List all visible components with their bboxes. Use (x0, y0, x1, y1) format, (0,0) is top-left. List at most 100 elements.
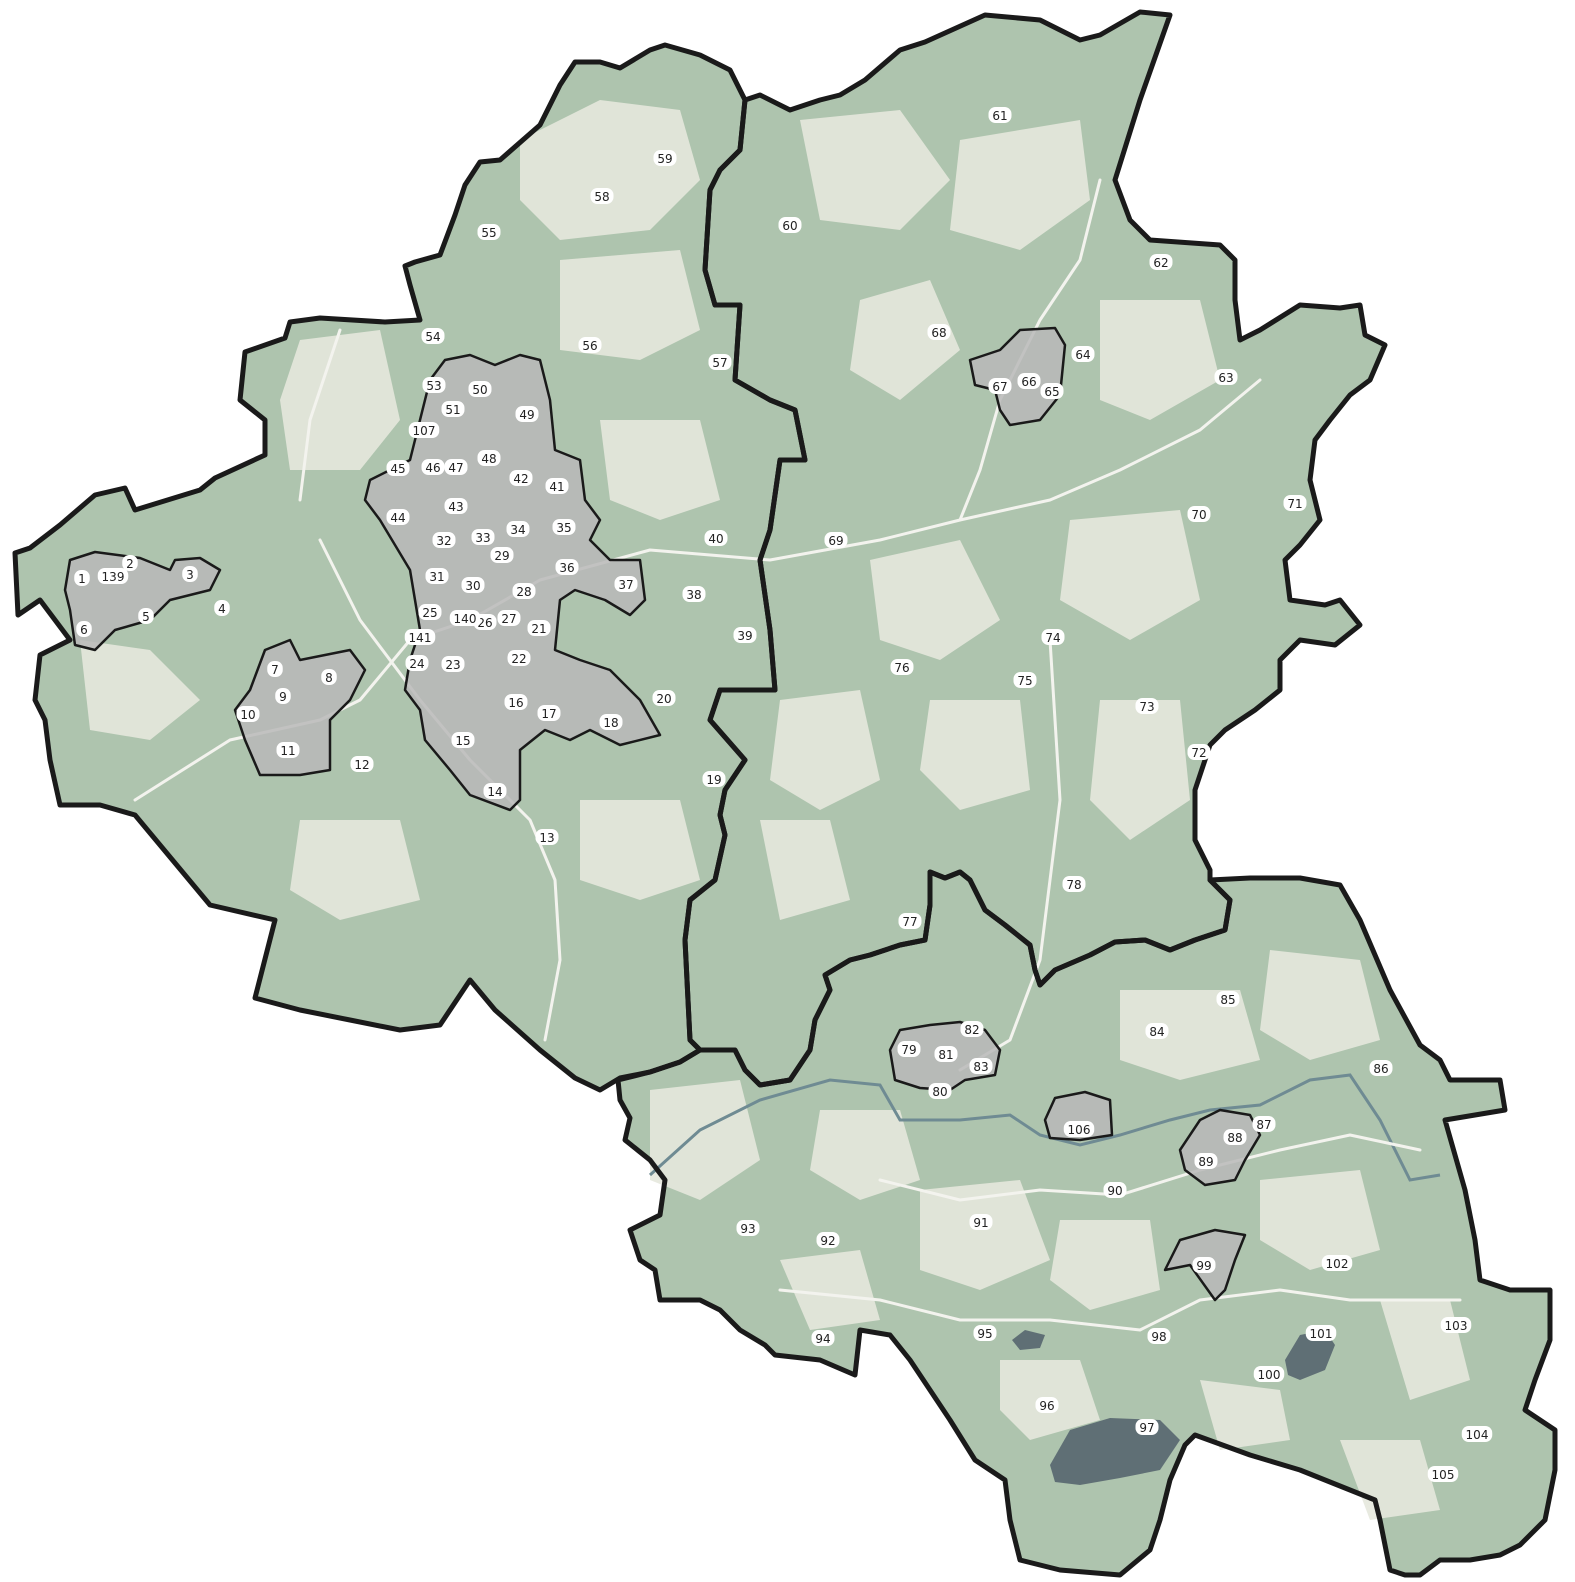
place-label-106[interactable]: 106 (1063, 1121, 1095, 1137)
place-label-37[interactable]: 37 (614, 576, 638, 592)
place-label-76[interactable]: 76 (890, 659, 914, 675)
place-label-51[interactable]: 51 (441, 401, 465, 417)
place-label-21[interactable]: 21 (527, 620, 551, 636)
place-label-67[interactable]: 67 (988, 378, 1012, 394)
place-label-27[interactable]: 27 (497, 610, 521, 626)
place-label-100[interactable]: 100 (1253, 1366, 1285, 1382)
place-label-79[interactable]: 79 (897, 1041, 921, 1057)
place-label-38[interactable]: 38 (682, 586, 706, 602)
place-label-65[interactable]: 65 (1040, 383, 1064, 399)
place-label-34[interactable]: 34 (506, 521, 530, 537)
place-label-90[interactable]: 90 (1103, 1182, 1127, 1198)
place-label-75[interactable]: 75 (1013, 672, 1037, 688)
place-label-44[interactable]: 44 (386, 509, 410, 525)
place-label-96[interactable]: 96 (1035, 1397, 1059, 1413)
place-label-105[interactable]: 105 (1427, 1466, 1459, 1482)
place-label-54[interactable]: 54 (421, 328, 445, 344)
place-label-61[interactable]: 61 (988, 107, 1012, 123)
place-label-69[interactable]: 69 (824, 532, 848, 548)
place-label-35[interactable]: 35 (552, 519, 576, 535)
place-label-74[interactable]: 74 (1041, 629, 1065, 645)
place-label-64[interactable]: 64 (1071, 346, 1095, 362)
place-label-56[interactable]: 56 (578, 337, 602, 353)
place-label-6[interactable]: 6 (76, 621, 92, 637)
place-label-2[interactable]: 2 (122, 555, 138, 571)
place-label-88[interactable]: 88 (1223, 1129, 1247, 1145)
place-label-84[interactable]: 84 (1145, 1023, 1169, 1039)
place-label-48[interactable]: 48 (477, 450, 501, 466)
place-label-5[interactable]: 5 (138, 608, 154, 624)
place-label-16[interactable]: 16 (504, 694, 528, 710)
place-label-13[interactable]: 13 (535, 829, 559, 845)
place-label-139[interactable]: 139 (97, 568, 129, 584)
place-label-19[interactable]: 19 (702, 771, 726, 787)
place-label-70[interactable]: 70 (1187, 506, 1211, 522)
place-label-92[interactable]: 92 (816, 1232, 840, 1248)
place-label-30[interactable]: 30 (461, 577, 485, 593)
place-label-60[interactable]: 60 (778, 217, 802, 233)
place-label-107[interactable]: 107 (408, 422, 440, 438)
place-label-39[interactable]: 39 (733, 627, 757, 643)
place-label-28[interactable]: 28 (512, 583, 536, 599)
place-label-58[interactable]: 58 (590, 188, 614, 204)
place-label-82[interactable]: 82 (960, 1021, 984, 1037)
place-label-23[interactable]: 23 (441, 656, 465, 672)
place-label-33[interactable]: 33 (471, 529, 495, 545)
place-label-77[interactable]: 77 (898, 913, 922, 929)
place-label-72[interactable]: 72 (1187, 744, 1211, 760)
place-label-31[interactable]: 31 (425, 568, 449, 584)
place-label-24[interactable]: 24 (405, 655, 429, 671)
place-label-11[interactable]: 11 (276, 742, 300, 758)
place-label-95[interactable]: 95 (973, 1325, 997, 1341)
place-label-15[interactable]: 15 (451, 732, 475, 748)
place-label-85[interactable]: 85 (1216, 991, 1240, 1007)
place-label-49[interactable]: 49 (515, 406, 539, 422)
place-label-47[interactable]: 47 (444, 459, 468, 475)
place-label-93[interactable]: 93 (736, 1220, 760, 1236)
place-label-83[interactable]: 83 (969, 1058, 993, 1074)
place-label-3[interactable]: 3 (182, 566, 198, 582)
place-label-101[interactable]: 101 (1305, 1325, 1337, 1341)
place-label-102[interactable]: 102 (1321, 1255, 1353, 1271)
place-label-62[interactable]: 62 (1149, 254, 1173, 270)
place-label-91[interactable]: 91 (969, 1214, 993, 1230)
place-label-41[interactable]: 41 (545, 478, 569, 494)
place-label-80[interactable]: 80 (928, 1083, 952, 1099)
place-label-87[interactable]: 87 (1252, 1116, 1276, 1132)
place-label-1[interactable]: 1 (74, 570, 90, 586)
place-label-55[interactable]: 55 (477, 224, 501, 240)
place-label-86[interactable]: 86 (1369, 1060, 1393, 1076)
place-label-8[interactable]: 8 (321, 669, 337, 685)
settlement-106[interactable] (1043, 1090, 1114, 1142)
place-label-18[interactable]: 18 (599, 714, 623, 730)
place-label-66[interactable]: 66 (1017, 373, 1041, 389)
north-east-district[interactable] (685, 12, 1385, 1085)
place-label-14[interactable]: 14 (483, 783, 507, 799)
place-label-78[interactable]: 78 (1062, 876, 1086, 892)
place-label-73[interactable]: 73 (1135, 698, 1159, 714)
place-label-42[interactable]: 42 (509, 470, 533, 486)
place-label-40[interactable]: 40 (704, 530, 728, 546)
place-label-20[interactable]: 20 (652, 690, 676, 706)
place-label-104[interactable]: 104 (1461, 1426, 1493, 1442)
place-label-9[interactable]: 9 (275, 688, 291, 704)
place-label-25[interactable]: 25 (418, 604, 442, 620)
place-label-53[interactable]: 53 (422, 377, 446, 393)
place-label-10[interactable]: 10 (236, 706, 260, 722)
place-label-140[interactable]: 140 (449, 610, 481, 626)
place-label-94[interactable]: 94 (811, 1330, 835, 1346)
place-label-46[interactable]: 46 (421, 459, 445, 475)
place-label-63[interactable]: 63 (1214, 369, 1238, 385)
place-label-17[interactable]: 17 (537, 705, 561, 721)
place-label-22[interactable]: 22 (507, 650, 531, 666)
place-label-32[interactable]: 32 (432, 532, 456, 548)
place-label-141[interactable]: 141 (404, 629, 436, 645)
place-label-4[interactable]: 4 (214, 600, 230, 616)
place-label-43[interactable]: 43 (444, 498, 468, 514)
place-label-71[interactable]: 71 (1283, 495, 1307, 511)
place-label-12[interactable]: 12 (350, 756, 374, 772)
place-label-81[interactable]: 81 (934, 1046, 958, 1062)
place-label-36[interactable]: 36 (555, 559, 579, 575)
